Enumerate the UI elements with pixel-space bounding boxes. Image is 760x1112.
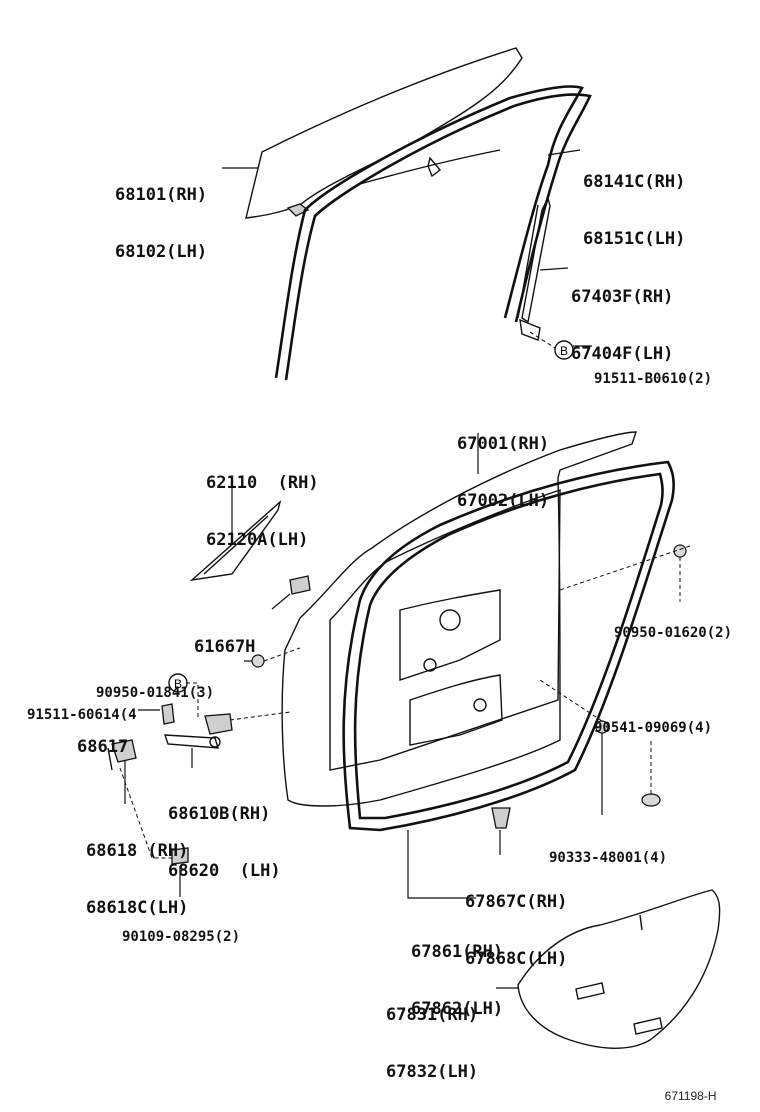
marker-b-left-text: B xyxy=(174,677,182,691)
label-mirror: 62110 (RH) 62120A(LH) xyxy=(206,436,319,569)
label-door-lh: 67002(LH) xyxy=(457,491,550,511)
marker-b-upper-text: B xyxy=(560,344,568,358)
label-bolt-b: 91511-60614(4 xyxy=(27,707,137,723)
label-check-rh: 68610B(RH) xyxy=(168,804,271,824)
label-screw-b: 91511-B0610(2) xyxy=(594,371,713,387)
door-service-cover xyxy=(517,889,721,1049)
door-frame-sash xyxy=(517,195,551,341)
clip-part xyxy=(491,807,511,829)
label-run-rh: 68141C(RH) xyxy=(583,172,686,192)
label-run: 68141C(RH) 68151C(LH) xyxy=(583,135,685,268)
label-cover-rh: 67831(RH) xyxy=(386,1005,479,1025)
label-run-lh: 68151C(LH) xyxy=(583,229,686,249)
label-hinge-rh: 68618 (RH) xyxy=(86,841,189,861)
label-glass-lh: 68102(LH) xyxy=(115,242,208,262)
label-cover: 67831(RH) 67832(LH) xyxy=(386,968,478,1101)
glass-run-channel xyxy=(274,85,592,381)
label-clip-rh: 67867C(RH) xyxy=(465,892,568,912)
label-hinge-lh: 68618C(LH) xyxy=(86,898,189,918)
bolt-lower-part xyxy=(171,847,189,865)
leader-lines xyxy=(119,149,691,989)
label-mirror-rh: 62110 (RH) xyxy=(206,473,319,493)
label-hinge: 68618 (RH) 68618C(LH) xyxy=(86,804,188,937)
label-clip-right: 90541-09069(4) xyxy=(594,720,713,736)
label-check-lh: 68620 (LH) xyxy=(168,861,281,881)
plug-right-part xyxy=(641,793,661,807)
label-pin: 68617 xyxy=(77,737,129,757)
label-plug-upper: 90950-01620(2) xyxy=(614,625,733,641)
label-cover-lh: 67832(LH) xyxy=(386,1062,479,1082)
door-check-arm xyxy=(164,713,233,749)
label-clip: 67867C(RH) 67868C(LH) xyxy=(465,855,567,988)
label-frame-rh: 67403F(RH) xyxy=(571,287,674,307)
label-plug-left: 90950-01841(3) xyxy=(96,685,215,701)
label-weatherstrip-rh: 67861(RH) xyxy=(411,942,504,962)
door-hinge xyxy=(107,739,137,771)
bracket-part xyxy=(289,575,311,595)
label-bolt-lower: 90109-08295(2) xyxy=(122,929,241,945)
label-mirror-lh: 62120A(LH) xyxy=(206,530,309,550)
label-door-rh: 67001(RH) xyxy=(457,434,550,454)
diagram-reference-number: 671198-H xyxy=(664,1089,717,1103)
label-bracket: 61667H xyxy=(194,637,256,657)
pin-part xyxy=(161,703,175,725)
door-shell xyxy=(281,431,637,807)
label-frame-lh: 67404F(LH) xyxy=(571,344,674,364)
label-check: 68610B(RH) 68620 (LH) xyxy=(168,767,281,900)
label-frame: 67403F(RH) 67404F(LH) xyxy=(571,250,673,383)
label-plug-right: 90333-48001(4) xyxy=(549,850,668,866)
label-weatherstrip: 67861(RH) 67862(LH) xyxy=(411,905,503,1038)
mirror-garnish xyxy=(189,499,282,582)
door-glass xyxy=(245,47,523,219)
marker-b-upper: B xyxy=(554,340,574,360)
door-weatherstrip xyxy=(342,460,675,832)
label-glass-rh: 68101(RH) xyxy=(115,185,208,205)
label-door: 67001(RH) 67002(LH) xyxy=(457,397,549,530)
label-clip-lh: 67868C(LH) xyxy=(465,949,568,969)
label-weatherstrip-lh: 67862(LH) xyxy=(411,999,504,1019)
label-glass: 68101(RH) 68102(LH) xyxy=(115,148,207,281)
